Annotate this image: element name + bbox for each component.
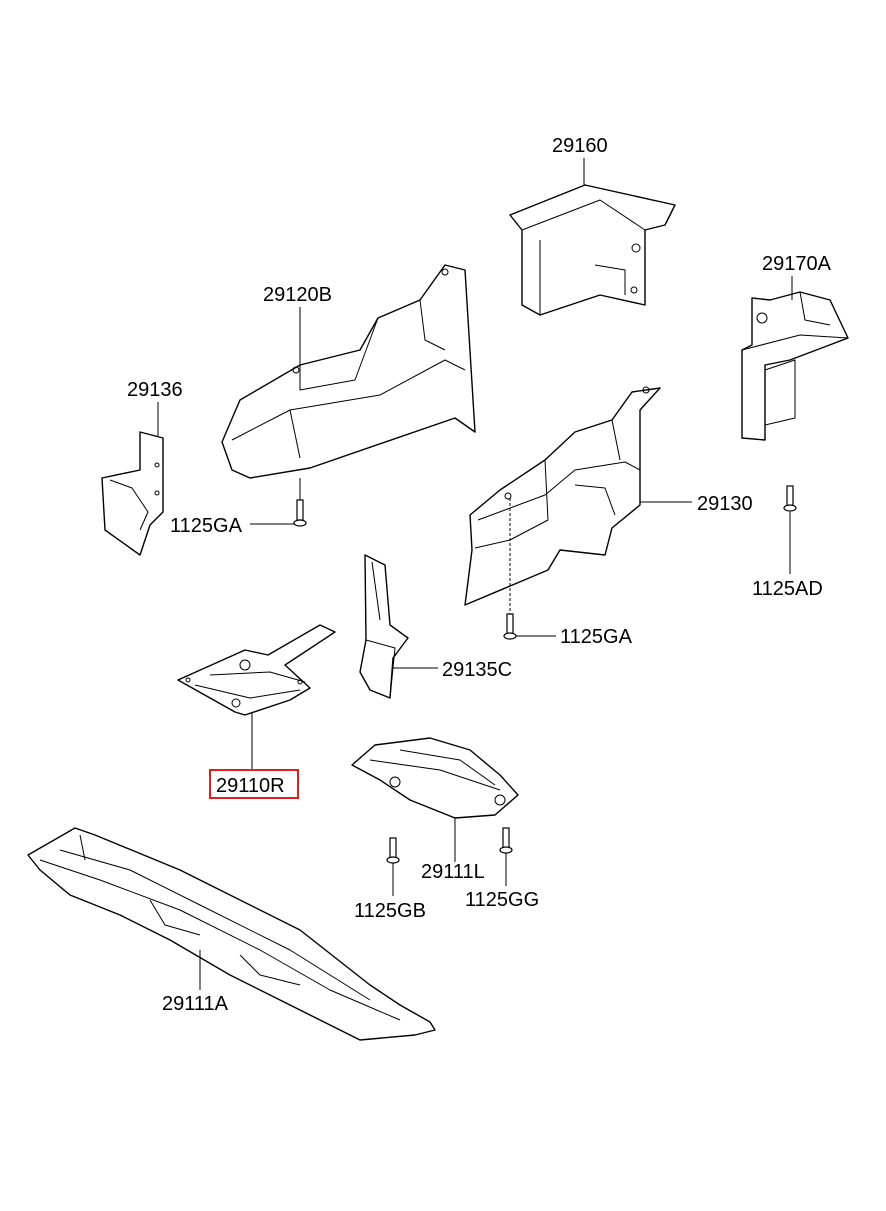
part-29136[interactable] — [101, 431, 164, 556]
part-29135C[interactable] — [359, 554, 409, 699]
part-29160[interactable] — [509, 184, 676, 316]
label-29135C: 29135C — [442, 659, 512, 681]
label-1125GG: 1125GG — [465, 889, 539, 911]
label-29120B: 29120B — [263, 284, 332, 306]
part-29120B[interactable] — [221, 264, 476, 479]
bolt-1125AD[interactable] — [783, 485, 797, 512]
label-29111L: 29111L — [421, 861, 485, 883]
label-29170A: 29170A — [762, 253, 832, 275]
part-29111A[interactable] — [27, 827, 436, 1041]
bolt-1125GA-center[interactable] — [503, 613, 517, 640]
highlight-box-29110R — [209, 769, 299, 799]
bolt-1125GB[interactable] — [386, 837, 400, 864]
part-29110R[interactable] — [177, 624, 336, 716]
label-29111A: 29111A — [162, 993, 229, 1015]
part-29130[interactable] — [464, 386, 661, 606]
label-1125GB: 1125GB — [354, 900, 426, 922]
label-29136: 29136 — [127, 379, 183, 401]
bolt-1125GG[interactable] — [499, 827, 513, 854]
label-1125GA-center: 1125GA — [560, 626, 633, 648]
label-1125GA-left: 1125GA — [170, 515, 243, 537]
label-29130: 29130 — [697, 493, 753, 515]
part-29170A[interactable] — [741, 291, 849, 441]
label-1125AD: 1125AD — [752, 578, 823, 600]
part-29111L[interactable] — [351, 737, 519, 819]
label-29110R[interactable]: 29110R — [216, 775, 285, 797]
label-29160: 29160 — [552, 135, 608, 157]
bolt-1125GA-left[interactable] — [293, 499, 307, 527]
